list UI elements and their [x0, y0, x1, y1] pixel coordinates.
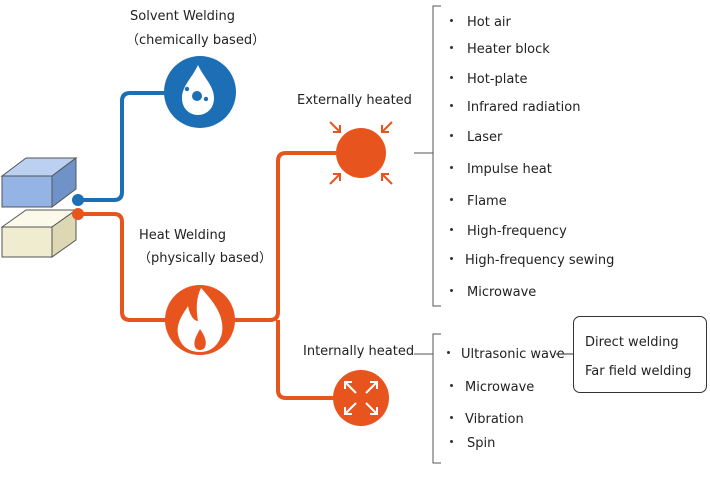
internal-item: Vibration	[465, 412, 524, 427]
ultrasonic-type: Far field welding	[585, 364, 692, 379]
bullet	[450, 104, 453, 107]
heat-node	[72, 208, 84, 220]
internal-item: Microwave	[465, 380, 535, 395]
solvent-node	[72, 194, 84, 206]
droplet-icon	[164, 56, 236, 128]
bullet	[450, 46, 453, 49]
bullet	[450, 134, 453, 137]
ultrasonic-type: Direct welding	[585, 335, 679, 350]
bullet	[450, 384, 453, 387]
solvent-welding-title: Solvent Welding	[130, 9, 236, 24]
bullet	[450, 440, 453, 443]
bullet	[450, 76, 453, 79]
material-blocks-icon	[0, 157, 78, 258]
branch-connector-internal	[276, 320, 334, 400]
bullet	[450, 19, 453, 22]
external-item: Flame	[467, 194, 507, 209]
external-item: Impulse heat	[467, 162, 552, 177]
bullet	[447, 351, 450, 354]
external-item: Hot air	[467, 15, 511, 30]
bullet	[450, 289, 453, 292]
bullet	[450, 166, 453, 169]
external-item: Infrared radiation	[467, 100, 581, 115]
external-item: High-frequency sewing	[465, 253, 615, 268]
heat-connector	[78, 212, 168, 322]
heat-welding-subtitle: （physically based）	[138, 251, 272, 266]
internal-bracket	[414, 333, 441, 464]
external-item: High-frequency	[467, 224, 567, 239]
internally-heated-title: Internally heated	[303, 344, 415, 359]
bullet	[450, 198, 453, 201]
externally-heated-title: Externally heated	[297, 93, 412, 108]
external-item: Microwave	[467, 285, 537, 300]
bullet	[450, 257, 453, 260]
internal-item: Spin	[467, 436, 496, 451]
flame-icon	[165, 285, 235, 355]
solvent-welding-subtitle: （chemically based）	[126, 33, 266, 48]
ultrasonic-types-box	[573, 316, 707, 393]
internal-item: Ultrasonic wave	[461, 347, 565, 362]
branch-connector	[234, 151, 336, 322]
heat-welding-title: Heat Welding	[139, 228, 227, 243]
arrows-inward-icon	[329, 121, 393, 185]
bullet	[450, 228, 453, 231]
external-item: Laser	[467, 130, 503, 145]
arrows-outward-icon	[333, 370, 389, 426]
external-item: Heater block	[467, 42, 550, 57]
external-item: Hot-plate	[467, 72, 528, 87]
external-bracket	[414, 5, 441, 307]
bullet	[450, 416, 453, 419]
solvent-connector	[78, 91, 168, 202]
